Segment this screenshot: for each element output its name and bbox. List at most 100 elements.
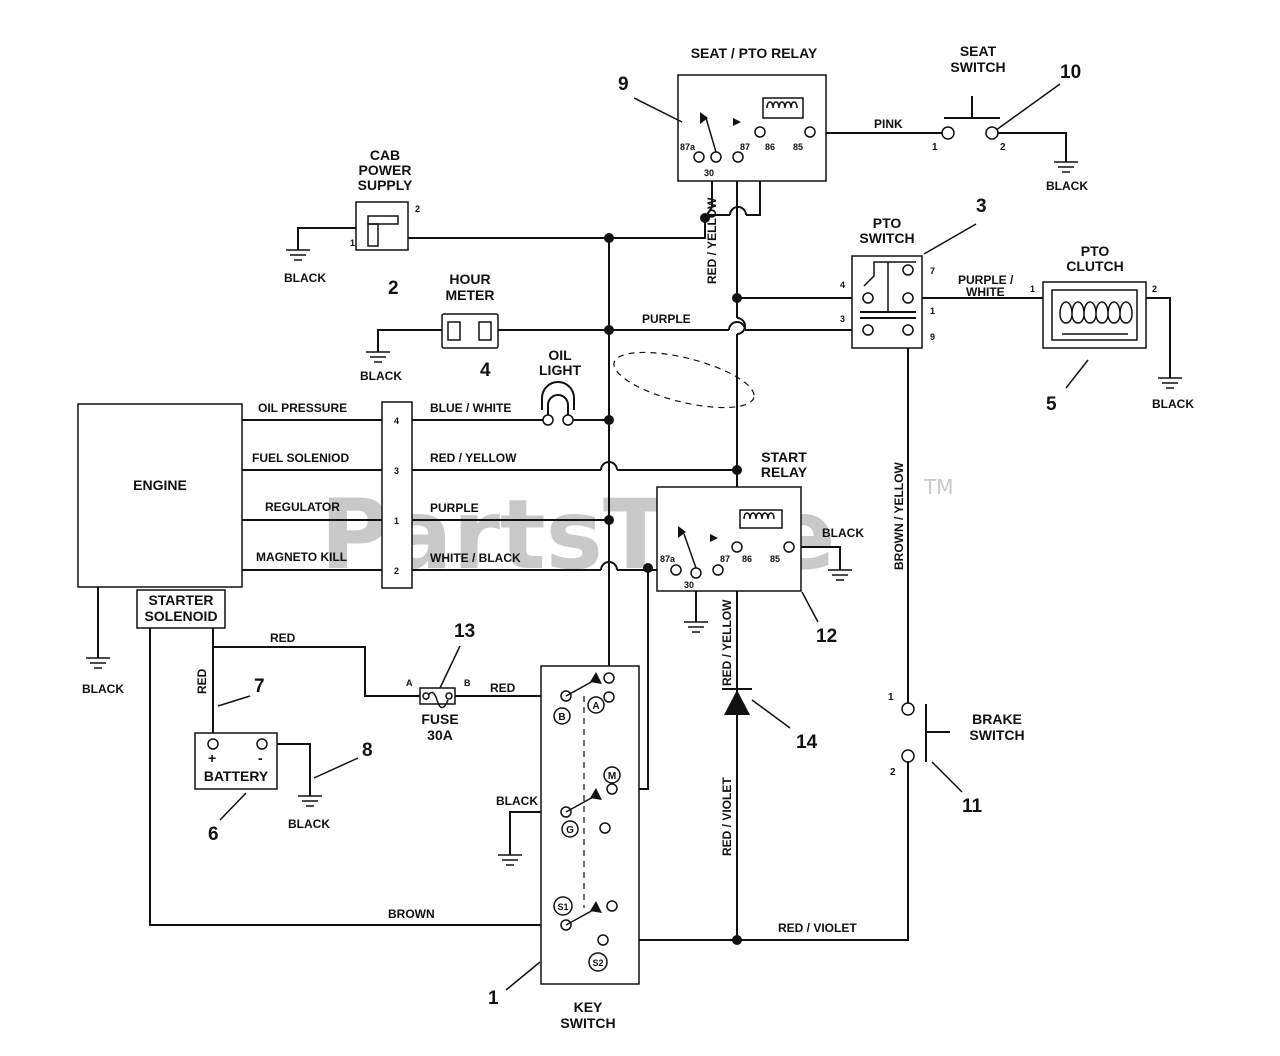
engine: ENGINE OIL PRESSURE FUEL SOLENIOD REGULA… (77, 401, 349, 696)
brake-pin-2: 2 (890, 767, 896, 778)
wire-label-black-key: BLACK (496, 794, 538, 808)
callout-1: 1 (488, 988, 499, 1009)
wire-label-purple: PURPLE (430, 501, 479, 515)
pto-pin-4: 4 (840, 280, 845, 290)
wire-label-black-hour: BLACK (360, 369, 402, 383)
seat-relay-pin-85: 85 (793, 142, 803, 152)
seat-relay-pin-87a: 87a (680, 142, 696, 152)
key-terminal-a: A (592, 701, 599, 712)
wire-label-black-start: BLACK (822, 526, 864, 540)
start-relay-pin-30: 30 (684, 580, 694, 590)
callout-10: 10 (1060, 62, 1081, 83)
callout-14: 14 (796, 732, 818, 753)
engine-label: ENGINE (133, 477, 187, 493)
connector-pin-1: 1 (394, 516, 399, 526)
start-relay-pin-87: 87 (720, 554, 730, 564)
fuse: A B FUSE 30A 13 RED (406, 621, 516, 743)
cab-power-line2: POWER (359, 162, 412, 178)
start-relay-pin-87a: 87a (660, 554, 676, 564)
wire-label-red-fuse: RED (490, 681, 516, 695)
wire-label-black-seat: BLACK (1046, 179, 1088, 193)
pto-switch: PTO SWITCH 4 3 7 1 9 3 (840, 196, 987, 349)
starter-line1: STARTER (148, 592, 213, 608)
battery-label: BATTERY (204, 768, 269, 784)
ground-symbols (86, 161, 1182, 866)
seat-pto-relay-title: SEAT / PTO RELAY (691, 45, 818, 61)
callout-13: 13 (454, 621, 475, 642)
seat-relay-pin-87: 87 (740, 142, 750, 152)
seat-switch-pin-1: 1 (932, 142, 938, 153)
start-relay-line2: RELAY (761, 464, 808, 480)
key-switch-line1: KEY (574, 999, 603, 1015)
callout-9: 9 (618, 74, 629, 95)
brake-switch-line1: BRAKE (972, 711, 1022, 727)
callout-2: 2 (388, 278, 399, 299)
pto-clutch-line1: PTO (1081, 243, 1110, 259)
callout-5: 5 (1046, 394, 1057, 415)
callout-6: 6 (208, 824, 219, 845)
key-terminal-b: B (558, 712, 565, 723)
oil-light: OIL LIGHT (539, 347, 581, 426)
callout-7: 7 (254, 676, 265, 697)
battery-minus: - (258, 750, 263, 766)
fuse-pin-a: A (406, 678, 413, 688)
engine-signal-regulator: REGULATOR (265, 500, 340, 514)
diode: 14 RED / YELLOW RED / VIOLET RED / VIOLE… (720, 599, 857, 935)
wire-label-brown: BROWN (388, 907, 435, 921)
key-switch-line2: SWITCH (560, 1015, 615, 1031)
key-terminal-g: G (566, 825, 574, 836)
key-terminal-s1: S1 (557, 902, 568, 912)
watermark-tm: TM (923, 475, 953, 499)
brake-switch: 1 2 BRAKE SWITCH 11 (888, 692, 1025, 817)
wire-label-red-vert: RED (195, 668, 209, 694)
seat-pto-relay: SEAT / PTO RELAY 87a 30 87 86 85 9 (618, 45, 827, 182)
wire-label-black-battery: BLACK (288, 817, 330, 831)
cab-pin-2: 2 (415, 204, 420, 214)
seat-switch-title-2: SWITCH (950, 59, 1005, 75)
callout-11: 11 (962, 796, 983, 817)
start-relay-pin-85: 85 (770, 554, 780, 564)
seat-switch-pin-2: 2 (1000, 142, 1006, 153)
wire-label-black-clutch: BLACK (1152, 397, 1194, 411)
cab-pin-1: 1 (350, 238, 355, 248)
hour-meter-line2: METER (446, 287, 495, 303)
wire-label-brown-yellow: BROWN / YELLOW (892, 462, 906, 570)
wire-label-black-engine: BLACK (82, 682, 124, 696)
callout-3: 3 (976, 196, 987, 217)
pto-pin-3: 3 (840, 314, 845, 324)
wire-label-red-starter: RED (270, 631, 296, 645)
pto-pin-9: 9 (930, 332, 935, 342)
start-relay-line1: START (761, 449, 807, 465)
callout-4: 4 (480, 360, 491, 381)
seat-switch: SEAT SWITCH 1 2 10 PINK BLACK (874, 43, 1088, 193)
wire-label-red-violet: RED / VIOLET (778, 921, 857, 935)
pto-pin-1: 1 (930, 306, 935, 316)
wire-label-red-violet-vert: RED / VIOLET (720, 777, 734, 856)
engine-signal-magneto: MAGNETO KILL (256, 550, 347, 564)
key-terminal-s2: S2 (592, 958, 603, 968)
clutch-pin-2: 2 (1152, 284, 1157, 294)
pto-clutch-line2: CLUTCH (1066, 258, 1124, 274)
starter-line2: SOLENOID (144, 608, 217, 624)
oil-light-line2: LIGHT (539, 362, 581, 378)
wire-label-red-yellow: RED / YELLOW (430, 451, 517, 465)
wire-label-red-yellow-low: RED / YELLOW (720, 599, 734, 686)
key-terminal-m: M (608, 771, 616, 782)
fuse-pin-b: B (464, 678, 471, 688)
pto-clutch: PTO CLUTCH 1 2 5 PURPLE / WHITE BLACK BR… (892, 243, 1194, 570)
junction-dots (604, 213, 742, 945)
seat-relay-pin-86: 86 (765, 142, 775, 152)
pto-pin-7: 7 (930, 266, 935, 276)
fuse-line2: 30A (427, 727, 453, 743)
start-relay: START RELAY 87a 30 87 86 85 12 BLACK (656, 449, 864, 647)
hour-meter: HOUR METER 2 4 PURPLE BLACK (360, 271, 691, 383)
start-relay-pin-86: 86 (742, 554, 752, 564)
fuse-line1: FUSE (421, 711, 458, 727)
engine-signal-oil: OIL PRESSURE (258, 401, 347, 415)
battery: + - BATTERY 7 8 6 BLACK (194, 676, 373, 845)
seat-relay-pin-30: 30 (704, 168, 714, 178)
wire-label-blue-white: BLUE / WHITE (430, 401, 511, 415)
battery-plus: + (208, 750, 216, 766)
brake-switch-line2: SWITCH (969, 727, 1024, 743)
